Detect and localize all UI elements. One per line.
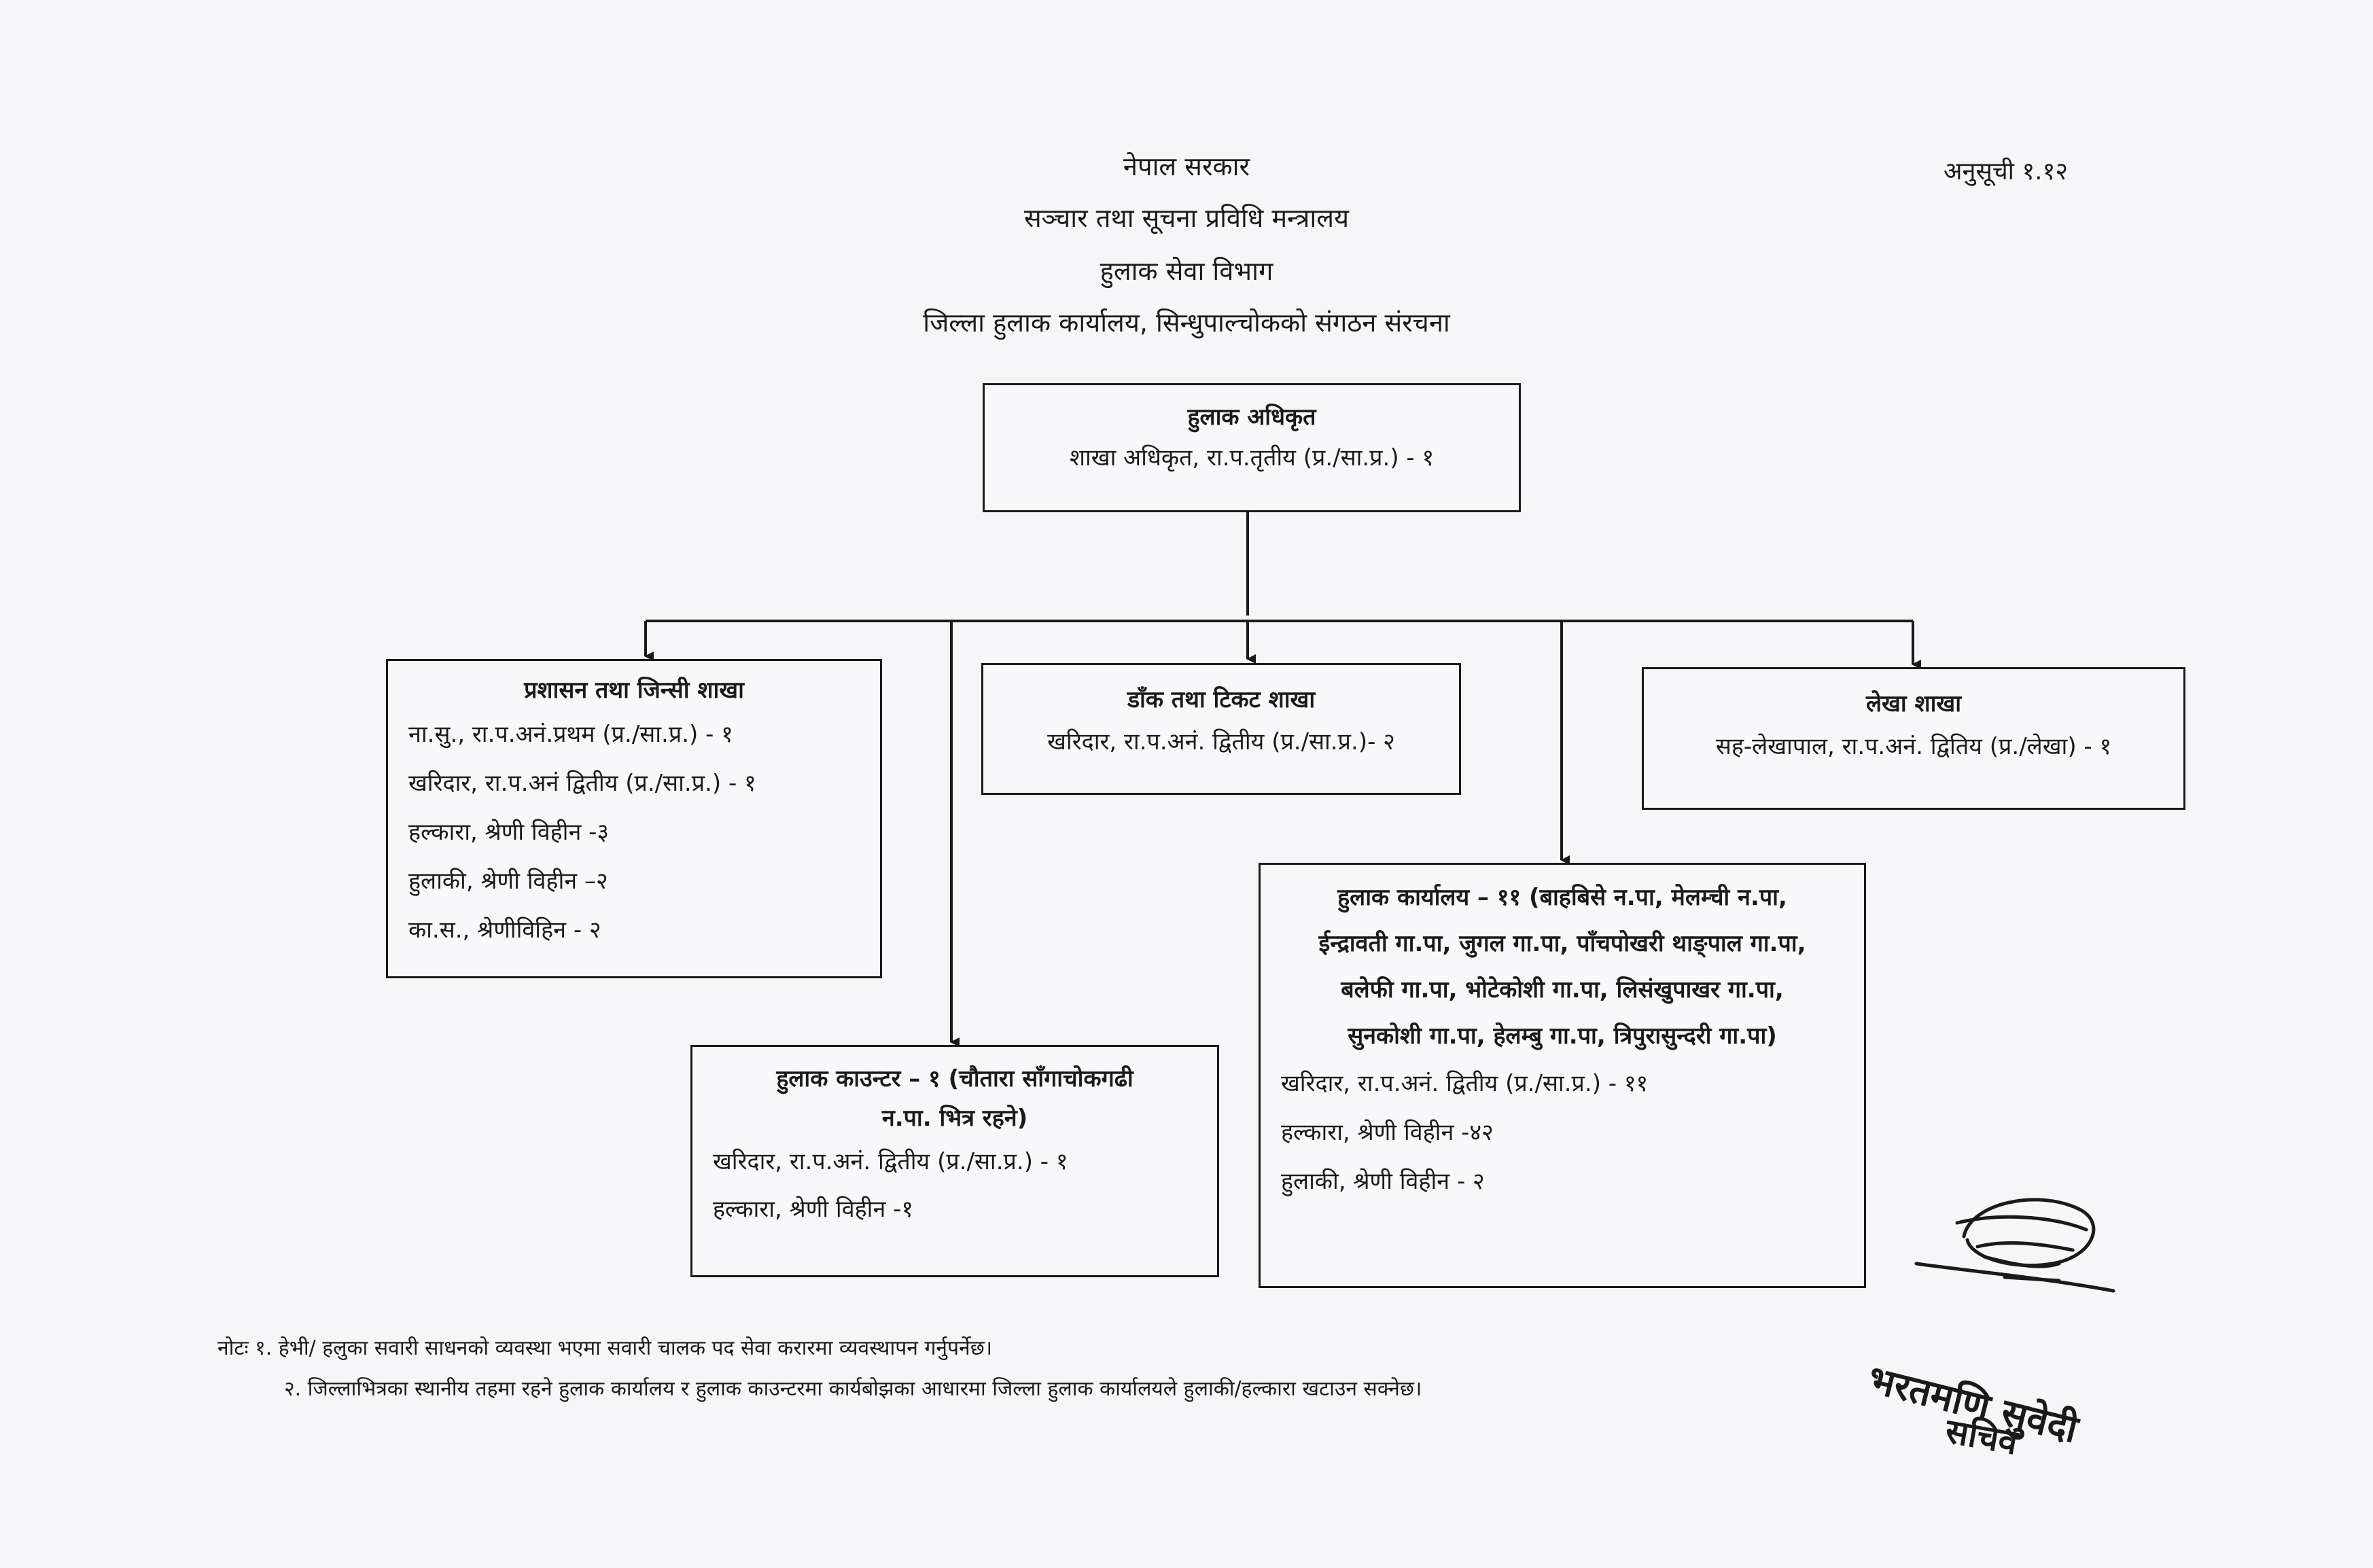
header-government: नेपाल सरकार <box>1123 152 1250 181</box>
box-offices-line: हल्कारा, श्रेणी विहीन -४२ <box>1281 1119 1494 1146</box>
box-admin-line: खरिदार, रा.प.अनं द्वितीय (प्र./सा.प्र.) … <box>408 770 756 797</box>
box-counter-line: हल्कारा, श्रेणी विहीन -१ <box>713 1196 914 1223</box>
box-head-officer-line: शाखा अधिकृत, रा.प.तृतीय (प्र./सा.प्र.) -… <box>1069 444 1435 471</box>
box-accounts-branch: लेखा शाखा सह-लेखापाल, रा.प.अनं. द्वितिय … <box>1642 667 2185 810</box>
box-admin-line: हल्कारा, श्रेणी विहीन -३ <box>408 819 610 846</box>
box-counter-line: खरिदार, रा.प.अनं. द्वितीय (प्र./सा.प्र.)… <box>713 1148 1068 1175</box>
box-counter-title: न.पा. भित्र रहने) <box>881 1105 1028 1132</box>
note-2: २. जिल्लाभित्रका स्थानीय तहमा रहने हुलाक… <box>284 1377 1422 1401</box>
box-offices-line: खरिदार, रा.प.अनं. द्वितीय (प्र./सा.प्र.)… <box>1281 1070 1649 1097</box>
box-accounts-title: लेखा शाखा <box>1865 690 1962 717</box>
box-postal-counter: हुलाक काउन्टर – १ (चौतारा साँगाचोकगढी न.… <box>690 1045 1219 1277</box>
box-admin-line: हुलाकी, श्रेणी विहीन –२ <box>408 868 608 895</box>
note-1: नोटः १. हेभी/ हलुका सवारी साधनको व्यवस्थ… <box>217 1336 993 1360</box>
header-ministry: सञ्चार तथा सूचना प्रविधि मन्त्रालय <box>1023 203 1350 233</box>
box-head-officer-title: हुलाक अधिकृत <box>1187 404 1316 431</box>
box-admin-branch-title: प्रशासन तथा जिन्सी शाखा <box>524 677 744 704</box>
signature-scribble <box>1914 1198 2115 1293</box>
box-offices-title: ईन्द्रावती गा.पा, जुगल गा.पा, पाँचपोखरी … <box>1318 930 1806 957</box>
header-title: जिल्ला हुलाक कार्यालय, सिन्धुपाल्चोकको स… <box>923 308 1450 338</box>
box-dak-line: खरिदार, रा.प.अनं. द्वितीय (प्र./सा.प्र.)… <box>1047 728 1395 755</box>
box-postal-offices: हुलाक कार्यालय – ११ (बाहबिसे न.पा, मेलम्… <box>1259 863 1866 1288</box>
box-admin-line: का.स., श्रेणीविहिन - २ <box>408 916 601 944</box>
box-offices-line: हुलाकी, श्रेणी विहीन - २ <box>1281 1168 1485 1195</box>
box-admin-branch: प्रशासन तथा जिन्सी शाखा ना.सु., रा.प.अनं… <box>386 659 882 978</box>
box-offices-title: बलेफी गा.पा, भोटेकोशी गा.पा, लिसंखुपाखर … <box>1341 976 1784 1003</box>
box-admin-line: ना.सु., रा.प.अनं.प्रथम (प्र./सा.प्र.) - … <box>408 721 733 748</box>
header-department: हुलाक सेवा विभाग <box>1100 256 1273 286</box>
annex-label: अनुसूची १.१२ <box>1944 158 2069 185</box>
box-counter-title: हुलाक काउन्टर – १ (चौतारा साँगाचोकगढी <box>776 1065 1133 1092</box>
box-head-officer: हुलाक अधिकृत शाखा अधिकृत, रा.प.तृतीय (प्… <box>983 383 1521 512</box>
box-dak-ticket-branch: डाँक तथा टिकट शाखा खरिदार, रा.प.अनं. द्व… <box>981 663 1461 795</box>
box-offices-title: हुलाक कार्यालय – ११ (बाहबिसे न.पा, मेलम्… <box>1337 884 1787 911</box>
box-accounts-line: सह-लेखापाल, रा.प.अनं. द्वितिय (प्र./लेखा… <box>1715 733 2112 760</box>
box-dak-title: डाँक तथा टिकट शाखा <box>1127 686 1316 713</box>
box-offices-title: सुनकोशी गा.पा, हेलम्बु गा.पा, त्रिपुरासु… <box>1348 1022 1777 1050</box>
